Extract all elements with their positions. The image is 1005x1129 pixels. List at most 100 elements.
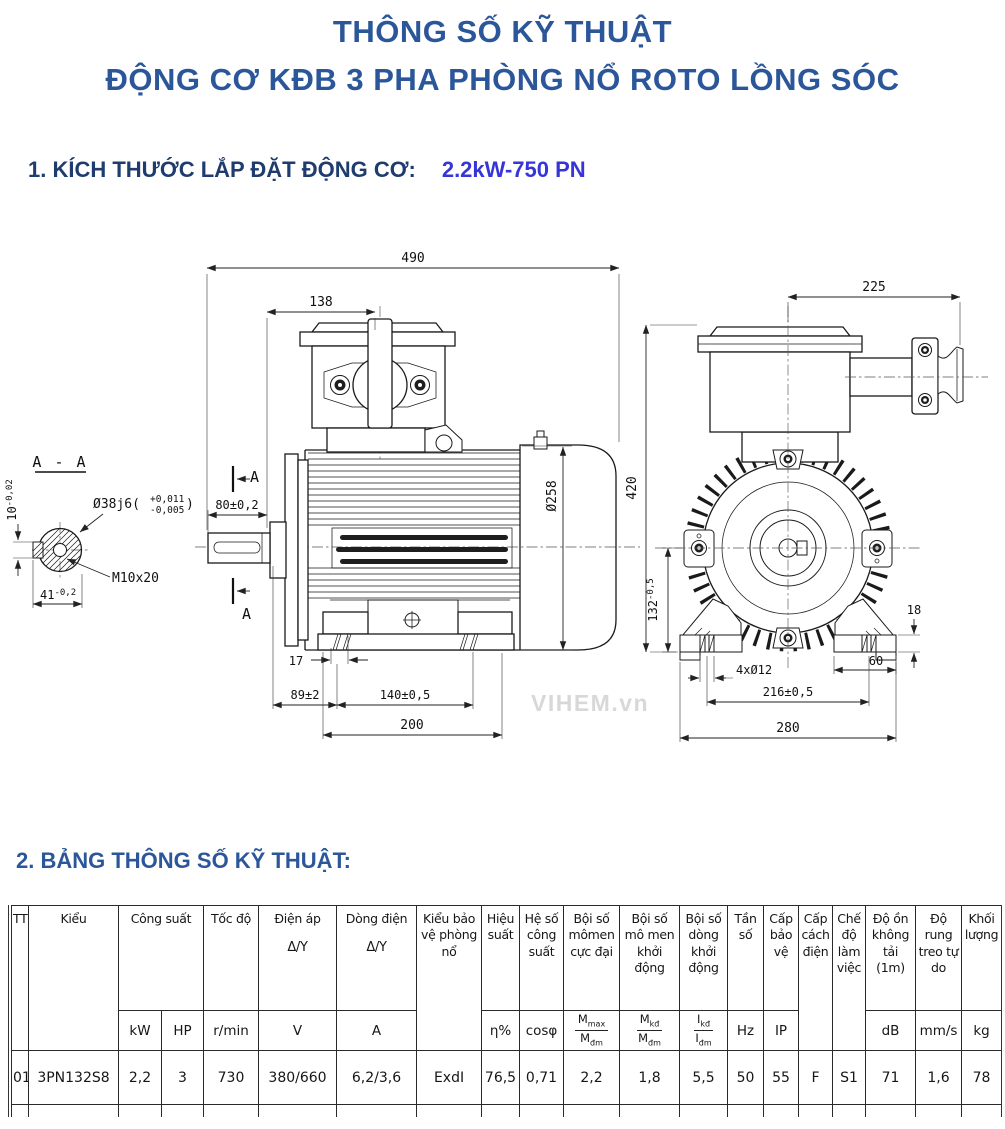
dim-overall-length: 490	[401, 251, 424, 266]
dim-200: 200	[400, 718, 423, 733]
cell-noise: 71	[865, 1050, 917, 1105]
cell-rpm: 730	[203, 1050, 260, 1105]
dim-132: 132-0,5	[646, 578, 660, 621]
col-header-efficiency: Hiệu suất	[481, 905, 521, 1011]
cell-insulation: F	[798, 1050, 834, 1105]
col-header-protection: Kiểu bảo vệ phòng nổ	[416, 905, 483, 1051]
keyway	[32, 541, 44, 559]
unit-eta: η%	[481, 1010, 521, 1051]
terminal-box-front	[697, 326, 863, 433]
section-letter-bottom: A	[242, 605, 251, 623]
dim-216: 216±0,5	[763, 685, 814, 699]
unit-db: dB	[865, 1010, 917, 1051]
cell-mkd: 1,8	[619, 1050, 681, 1105]
thread-label: M10x20	[112, 571, 159, 586]
col-header-start-current: Bội số dòng khởi động	[679, 905, 729, 1011]
shaft-diameter-callout: Ø38j6( +0,011 -0,005 )	[79, 494, 194, 533]
col-header-tt: TT	[11, 905, 29, 1051]
cell-cos: 0,71	[519, 1050, 565, 1105]
cell-hz: 50	[727, 1050, 765, 1105]
cell-ip: 55	[763, 1050, 800, 1105]
dim-key-height: 10-0,02	[5, 479, 19, 521]
col-header-noise: Độ ồn không tải (1m)	[865, 905, 917, 1011]
cable-gland	[849, 337, 964, 415]
rotor-band	[331, 527, 513, 569]
dim-body-diameter: Ø258	[545, 480, 560, 511]
dim-89: 89±2	[291, 688, 320, 702]
dim-280: 280	[776, 721, 799, 736]
shaft-assembly	[207, 453, 309, 647]
dim-key-width: 41-0,2	[40, 588, 76, 602]
cell-vibration: 1,6	[915, 1050, 963, 1105]
unit-rpm: r/min	[203, 1010, 260, 1051]
unit-hp: HP	[160, 1010, 205, 1051]
dim-overall-height: 420	[625, 476, 640, 499]
dim-225: 225	[862, 280, 885, 295]
cell-hp: 3	[160, 1050, 205, 1105]
col-header-vibration: Độ rung treo tự do	[915, 905, 963, 1011]
side-feet	[317, 599, 515, 651]
shaft-dia-label: Ø38j6(	[93, 497, 140, 512]
cell-kw: 2,2	[118, 1050, 162, 1105]
motor-model-label: 2.2kW-750 PN	[441, 157, 586, 182]
section1-heading-row: 1. KÍCH THƯỚC LẮP ĐẶT ĐỘNG CƠ: 2.2kW-750 …	[28, 157, 586, 183]
dim-18: 18	[907, 603, 921, 617]
dim-shaft-extension: 80±0,2	[215, 498, 258, 512]
left-lug	[683, 529, 715, 568]
unit-mms: mm/s	[915, 1010, 963, 1051]
section-letter-top: A	[250, 468, 259, 486]
cell-weight: 78	[961, 1050, 1001, 1105]
motor-side-view: 490 138 80±0,2 A A	[195, 251, 640, 739]
shaft-dia-tol-plus: +0,011	[150, 494, 185, 505]
page-title-line1: THÔNG SỐ KỸ THUẬT	[332, 14, 673, 49]
cell-eta: 76,5	[481, 1050, 521, 1105]
dim-box-width: 138	[309, 295, 332, 310]
unit-volt: V	[258, 1010, 338, 1051]
cell-amp: 6,2/3,6	[336, 1050, 418, 1105]
col-header-frequency: Tần số	[727, 905, 765, 1011]
side-view-dimensions: 490 138 80±0,2 A A	[206, 251, 620, 739]
unit-amp: A	[336, 1010, 418, 1051]
col-header-duty: Chế độ làm việc	[832, 905, 867, 1051]
front-view-dimensions: 225 420 132-0,5 18 60 4xØ12	[625, 280, 961, 742]
section-mark-a-bottom: A	[231, 578, 251, 623]
col-header-ip: Cấp bảo vệ	[763, 905, 800, 1011]
col-header-weight: Khối lượng	[961, 905, 1001, 1011]
cell-mmax: 2,2	[563, 1050, 621, 1105]
table-row: 01 3PN132S8 2,2 3 730 380/660 6,2/3,6 Ex…	[11, 1050, 1001, 1105]
dim-bolt-holes: 4xØ12	[736, 663, 772, 677]
cell-ikd: 5,5	[679, 1050, 729, 1105]
dim-140: 140±0,5	[380, 688, 431, 702]
section1-heading: 1. KÍCH THƯỚC LẮP ĐẶT ĐỘNG CƠ:	[28, 157, 416, 182]
shaft-section-aa: A - A 10-0,02 Ø38j6( +0,011 -0,005 )	[5, 453, 194, 608]
terminal-box-side	[299, 318, 463, 453]
watermark: VIHEM.vn	[531, 690, 649, 716]
front-feet	[679, 598, 897, 661]
top-clamp-tab	[772, 449, 804, 470]
unit-cos: cosφ	[519, 1010, 565, 1051]
motor-front-view: 225 420 132-0,5 18 60 4xØ12	[625, 280, 988, 742]
dim-60: 60	[869, 654, 883, 668]
right-lug	[861, 529, 893, 568]
cell-protection: ExdI	[416, 1050, 483, 1105]
dim-17: 17	[289, 654, 303, 668]
section-mark-a-top: A	[231, 466, 259, 492]
col-header-model: Kiểu	[28, 905, 119, 1051]
shaft-dia-tol-minus: -0,005	[150, 505, 184, 516]
col-header-insulation: Cấp cách điện	[798, 905, 834, 1051]
unit-ip: IP	[763, 1010, 800, 1051]
technical-drawing: 490 138 80±0,2 A A	[5, 251, 988, 742]
col-header-start-torque: Bội số mô men khởi động	[619, 905, 681, 1011]
cell-model: 3PN132S8	[28, 1050, 119, 1105]
cell-tt: 01	[11, 1050, 29, 1105]
shaft-dia-paren: )	[186, 497, 194, 512]
col-header-max-torque: Bội số mômen cực đại	[563, 905, 621, 1011]
page-title-line2: ĐỘNG CƠ KĐB 3 PHA PHÒNG NỔ ROTO LỒNG SÓC	[105, 62, 900, 97]
